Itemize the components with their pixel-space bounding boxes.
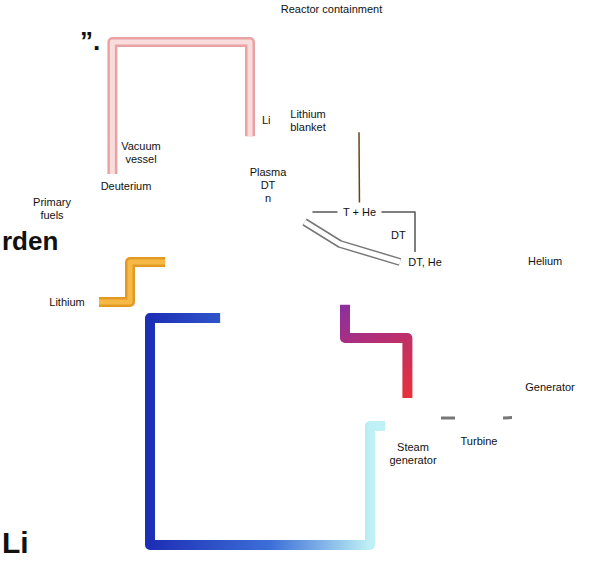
power-wires [526, 432, 590, 520]
node-label: Deuterium [101, 180, 152, 193]
turbine-blade [476, 410, 477, 426]
node-label: Steam generator [382, 441, 444, 467]
generator-winding [518, 402, 519, 426]
generator-winding [538, 402, 539, 426]
steam-coil [391, 406, 433, 431]
node-label: DT, He [408, 256, 442, 269]
cold-coolant-pipe-stroke [150, 318, 385, 545]
edge-label: DT [390, 229, 407, 242]
cold-coolant-pipe [150, 318, 385, 545]
generator-box [513, 397, 588, 432]
group-label: Primary fuels [30, 196, 74, 222]
steam-line-stroke [441, 417, 455, 420]
turbine-blade [497, 407, 498, 429]
steam-generator-box [386, 399, 441, 438]
shaft-line [503, 417, 512, 418]
steam-line [441, 418, 455, 419]
helium-bottle [540, 281, 549, 307]
fuel-box: Deuterium [92, 174, 160, 198]
exhaust-pipe-stroke [305, 222, 400, 262]
transmission-tower [546, 488, 590, 567]
node-label: Plasma DT [246, 166, 290, 192]
flow-line [381, 212, 415, 252]
flow-line-stroke [358, 132, 360, 202]
hot-coolant-pipe-stroke [345, 305, 407, 398]
turbine-blade [470, 411, 471, 425]
fuel-pipe-stroke [112, 42, 250, 174]
turbine-blade [465, 412, 466, 424]
plasma-circle: Plasma DTn [216, 133, 320, 237]
generator-winding [522, 402, 523, 426]
slide-text: ”. [80, 26, 100, 56]
node-label: Lithium blanket [286, 108, 330, 134]
exhaust-pipe [305, 222, 400, 262]
generator-winding [542, 402, 543, 426]
helium-line [451, 261, 522, 263]
generator-winding [526, 402, 527, 426]
steam-generator: Steam generator [385, 398, 441, 438]
turbine-outline [455, 404, 503, 432]
turbine-body [456, 405, 503, 432]
flow-line [359, 132, 360, 202]
fuel-pipe [99, 262, 165, 302]
containment-outline [178, 18, 485, 358]
generator-winding [530, 402, 531, 426]
plasma-glow [225, 142, 311, 228]
turbine-blade [492, 408, 493, 429]
turbine-blade [460, 413, 461, 424]
blanket-disk: Lithium blanket LiPlasma DTn T + He [154, 94, 390, 330]
helium-bottle [528, 281, 537, 307]
generator: Generator [512, 396, 588, 432]
generator-outline [512, 396, 588, 432]
containment-frame: Reactor containmentLithium blanketLiPlas… [178, 18, 485, 358]
node-label: Reactor containment [281, 3, 383, 16]
node-label: Turbine [449, 435, 509, 448]
turbine-blade [486, 409, 487, 428]
leader-line [163, 160, 219, 167]
line-dot [520, 260, 524, 264]
coolant-band [195, 276, 348, 312]
slide-text: Li [2, 526, 29, 560]
separator-box: DT, He [400, 252, 450, 272]
node-sublabel: Li [262, 114, 271, 127]
turbine: Turbine [455, 404, 503, 432]
fuel-pipe-stroke [99, 262, 165, 302]
flow-line-stroke [381, 212, 415, 252]
node-label: T + He [343, 206, 376, 219]
fuel-box: Lithium [35, 290, 99, 314]
generator-winding [534, 402, 535, 426]
steam-generator-outline [385, 398, 441, 438]
separator-box: T + He [337, 203, 381, 222]
slide-text: rden [2, 226, 58, 256]
node-sublabel: n [265, 192, 271, 205]
node-label: Lithium [49, 296, 84, 309]
turbine-blade [481, 409, 482, 426]
part-label: Vacuum vessel [118, 140, 164, 166]
shaft-line-stroke [503, 416, 512, 419]
flow-line [312, 212, 337, 213]
fuel-pipe [112, 42, 250, 174]
fuel-pipe-stroke [112, 42, 250, 174]
fuel-bracket [74, 186, 88, 284]
flow-line-stroke [312, 211, 337, 213]
exhaust-pipe-stroke [305, 222, 400, 262]
blanket-fill [155, 95, 389, 329]
hot-coolant-pipe [345, 305, 407, 398]
part-label: Helium [528, 255, 562, 268]
fuel-pipe-stroke [99, 262, 165, 302]
leader-dot [217, 165, 221, 169]
node-label: Generator [525, 381, 575, 394]
vacuum-vessel [217, 134, 319, 236]
